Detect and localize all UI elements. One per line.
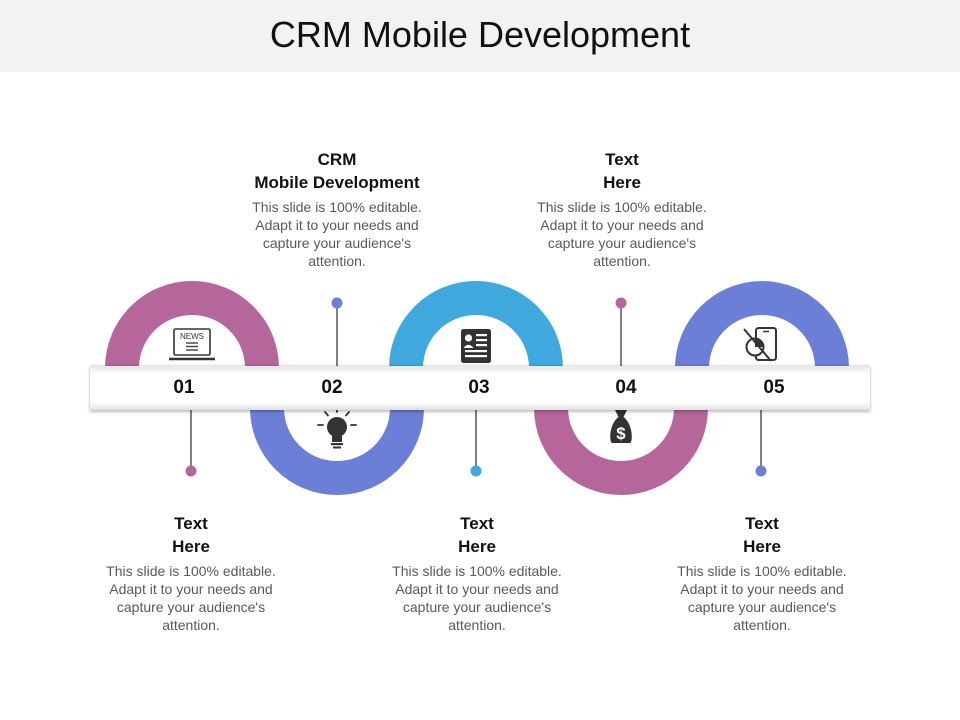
step-heading-01: Text Here xyxy=(96,512,286,558)
lightbulb-icon xyxy=(317,406,357,449)
step-text-02: CRM Mobile Development This slide is 100… xyxy=(242,148,432,270)
step-text-03: Text Here This slide is 100% editable. A… xyxy=(382,512,572,634)
step-number-02: 02 xyxy=(321,377,343,398)
arc-step-04 xyxy=(534,408,708,495)
title-bar xyxy=(0,0,960,72)
dot-step-01 xyxy=(185,465,197,477)
timeline-band xyxy=(90,366,870,410)
svg-text:$: $ xyxy=(616,424,626,443)
step-heading-05-line1: Text xyxy=(745,514,779,533)
step-heading-04-line2: Here xyxy=(603,173,641,192)
step-description-04: This slide is 100% editable. Adapt it to… xyxy=(537,199,707,269)
dot-step-02 xyxy=(331,297,343,309)
dot-step-04 xyxy=(615,297,627,309)
step-description-05: This slide is 100% editable. Adapt it to… xyxy=(677,563,847,633)
arc-step-03 xyxy=(389,281,563,368)
step-heading-04-line1: Text xyxy=(605,150,639,169)
step-description-03: This slide is 100% editable. Adapt it to… xyxy=(392,563,562,633)
news-icon-label: NEWS xyxy=(180,332,204,341)
step-heading-01-line1: Text xyxy=(174,514,208,533)
step-text-01: Text Here This slide is 100% editable. A… xyxy=(96,512,286,634)
step-heading-02-line2: Mobile Development xyxy=(254,173,420,192)
page-title: CRM Mobile Development xyxy=(269,14,691,55)
dot-step-05 xyxy=(755,465,767,477)
arc-step-05 xyxy=(675,281,849,368)
news-laptop-icon: NEWS xyxy=(169,328,215,361)
step-heading-01-line2: Here xyxy=(172,537,210,556)
step-description-01: This slide is 100% editable. Adapt it to… xyxy=(106,563,276,633)
mobile-chart-icon xyxy=(743,327,777,362)
step-number-03: 03 xyxy=(468,377,490,398)
step-heading-04: Text Here xyxy=(527,148,717,194)
step-heading-03-line2: Here xyxy=(458,537,496,556)
arc-step-01 xyxy=(105,281,279,368)
step-number-04: 04 xyxy=(615,377,637,398)
arc-step-02 xyxy=(250,408,424,495)
step-text-04: Text Here This slide is 100% editable. A… xyxy=(527,148,717,270)
step-heading-05-line2: Here xyxy=(743,537,781,556)
dot-step-03 xyxy=(470,465,482,477)
step-heading-02-line1: CRM xyxy=(317,150,357,169)
step-heading-02: CRM Mobile Development xyxy=(242,148,432,194)
step-number-05: 05 xyxy=(763,377,785,398)
step-text-05: Text Here This slide is 100% editable. A… xyxy=(667,512,857,634)
id-card-icon xyxy=(461,329,491,363)
step-heading-05: Text Here xyxy=(667,512,857,558)
step-number-01: 01 xyxy=(173,377,195,398)
step-heading-03-line1: Text xyxy=(460,514,494,533)
step-description-02: This slide is 100% editable. Adapt it to… xyxy=(252,199,422,269)
money-bag-icon: $ xyxy=(610,410,632,443)
step-heading-03: Text Here xyxy=(382,512,572,558)
